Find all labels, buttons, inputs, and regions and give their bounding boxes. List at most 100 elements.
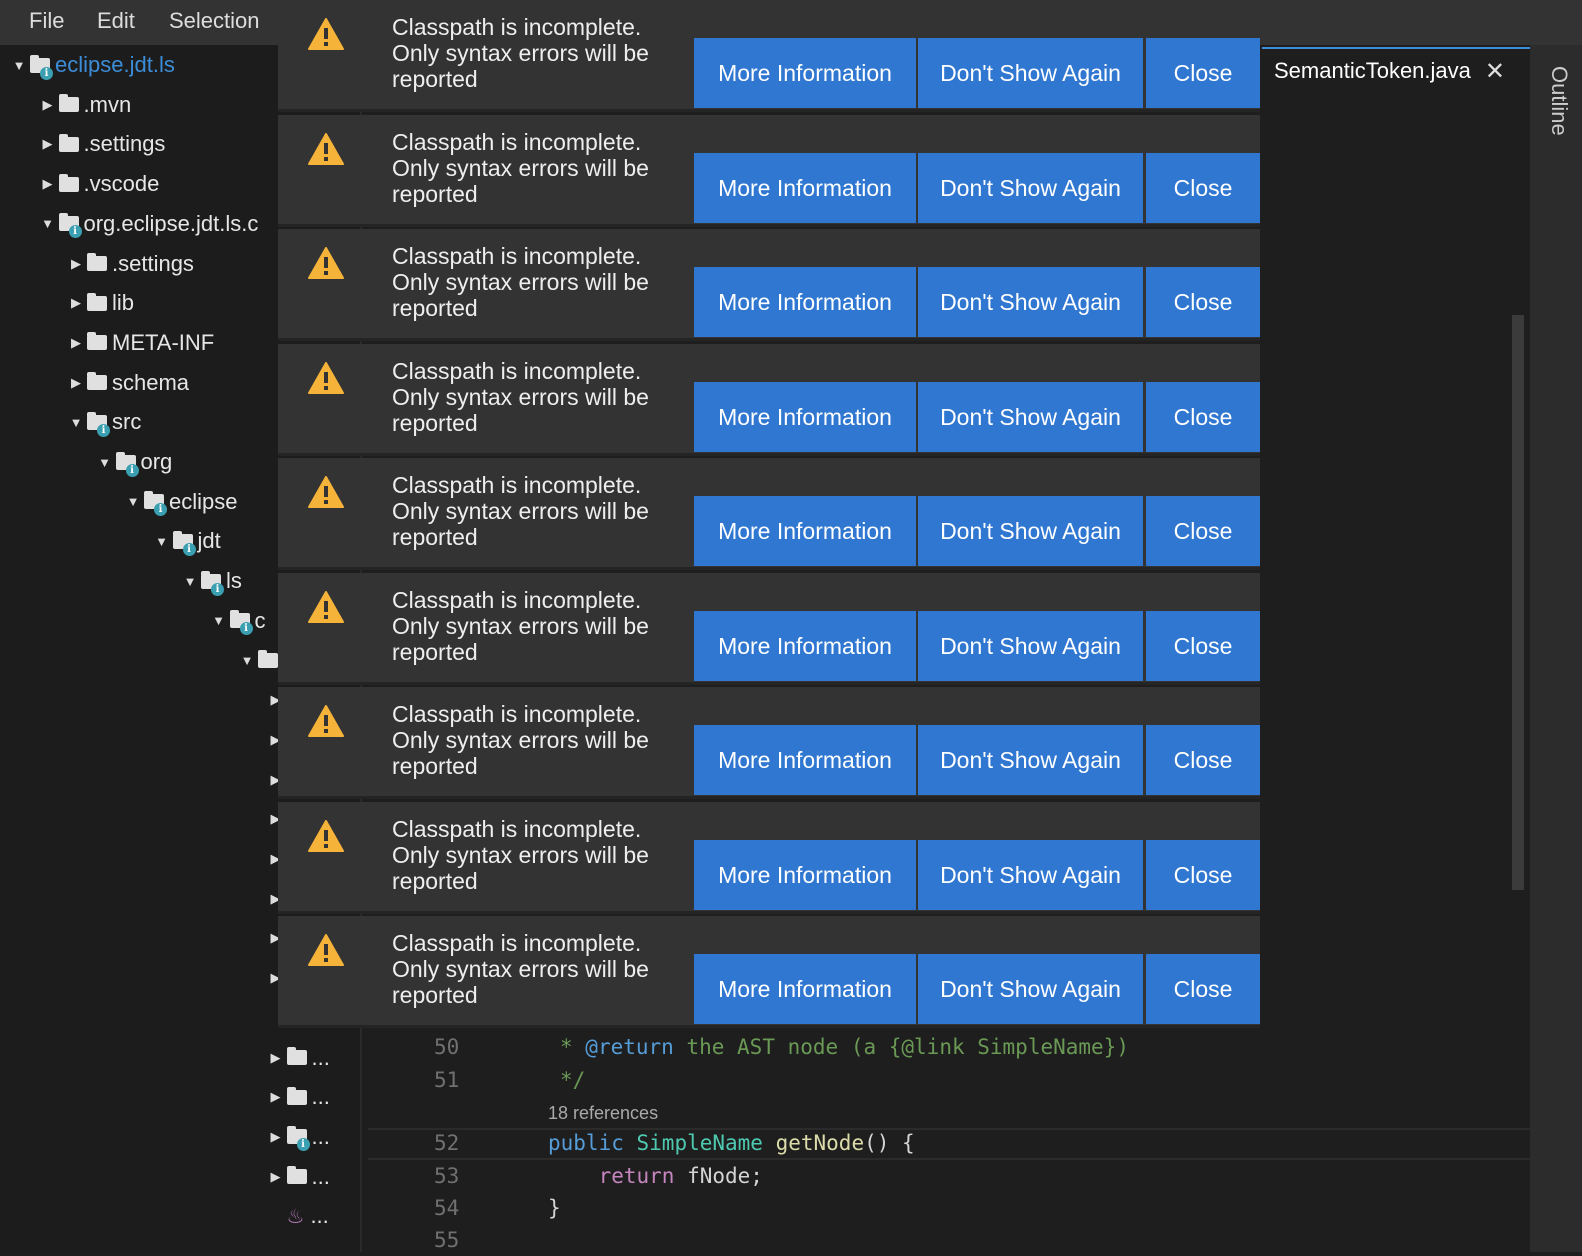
more-information-button[interactable]: More Information xyxy=(694,267,916,337)
line-number: 55 xyxy=(434,1228,460,1252)
close-button[interactable]: Close xyxy=(1146,38,1260,108)
chevron-right-icon[interactable]: ▶ xyxy=(270,890,281,906)
tree-item[interactable]: ▶.mvn xyxy=(37,85,132,125)
codelens-references[interactable]: 18 references xyxy=(548,1103,659,1123)
more-information-button[interactable]: More Information xyxy=(694,382,916,452)
close-button[interactable]: Close xyxy=(1146,954,1260,1024)
close-button[interactable]: Close xyxy=(1146,725,1260,795)
more-information-button[interactable]: More Information xyxy=(694,496,916,566)
chevron-down-icon[interactable]: ▼ xyxy=(240,653,254,668)
chevron-down-icon[interactable]: ▼ xyxy=(212,613,225,629)
menu-edit[interactable]: Edit xyxy=(97,8,135,33)
code-token: * xyxy=(560,1035,586,1059)
editor-scrollbar[interactable] xyxy=(1512,315,1524,890)
code-token: public xyxy=(548,1131,637,1155)
chevron-right-icon[interactable]: ▶ xyxy=(71,374,81,390)
chevron-down-icon[interactable]: ▼ xyxy=(98,454,111,470)
chevron-right-icon[interactable]: ▶ xyxy=(270,692,281,708)
chevron-right-icon[interactable]: ▶ xyxy=(270,851,281,866)
more-information-button[interactable]: More Information xyxy=(694,840,916,910)
tree-item[interactable]: ▶.settings xyxy=(37,124,166,164)
notification-toast: Classpath is incomplete. Only syntax err… xyxy=(278,573,1260,685)
chevron-down-icon[interactable]: ▼ xyxy=(155,533,168,549)
chevron-right-icon[interactable]: ▶ xyxy=(42,96,53,112)
dont-show-again-button[interactable]: Don't Show Again xyxy=(918,611,1143,681)
warning-icon xyxy=(308,247,344,279)
chevron-right-icon[interactable]: ▶ xyxy=(270,1049,281,1065)
dont-show-again-button[interactable]: Don't Show Again xyxy=(918,496,1143,566)
menu-selection[interactable]: Selection xyxy=(169,8,260,33)
more-information-button[interactable]: More Information xyxy=(694,954,916,1024)
dont-show-again-button[interactable]: Don't Show Again xyxy=(918,267,1143,337)
more-information-button[interactable]: More Information xyxy=(694,153,916,223)
dont-show-again-button[interactable]: Don't Show Again xyxy=(918,725,1143,795)
folder-icon xyxy=(58,133,79,152)
folder-icon xyxy=(286,1047,307,1065)
code-token: fNode; xyxy=(687,1164,763,1188)
chevron-right-icon[interactable]: ▶ xyxy=(42,176,53,192)
close-button[interactable]: Close xyxy=(1146,840,1260,910)
more-information-button[interactable]: More Information xyxy=(694,725,916,795)
close-icon[interactable]: ✕ xyxy=(1484,57,1505,85)
chevron-down-icon[interactable]: ▼ xyxy=(41,216,54,232)
warning-icon xyxy=(308,705,344,737)
chevron-right-icon[interactable]: ▶ xyxy=(71,295,81,311)
menu-file[interactable]: File xyxy=(29,8,65,33)
chevron-right-icon[interactable]: ▶ xyxy=(270,970,281,986)
dont-show-again-button[interactable]: Don't Show Again xyxy=(918,954,1143,1024)
chevron-right-icon[interactable]: ▶ xyxy=(270,930,281,946)
chevron-right-icon[interactable]: ▶ xyxy=(42,136,53,152)
chevron-down-icon[interactable]: ▼ xyxy=(183,573,197,589)
folder-icon: i xyxy=(286,1126,310,1152)
chevron-right-icon[interactable]: ▶ xyxy=(270,771,281,787)
folder-icon: i xyxy=(144,491,167,517)
chevron-right-icon[interactable]: ▶ xyxy=(71,255,81,271)
close-button[interactable]: Close xyxy=(1146,611,1260,681)
chevron-right-icon[interactable]: ▶ xyxy=(270,811,281,827)
outline-tab[interactable]: Outline xyxy=(1547,66,1572,136)
close-button[interactable]: Close xyxy=(1146,153,1260,223)
tree-item-label: META-INF xyxy=(112,329,215,355)
tab-title: SemanticToken.java xyxy=(1274,58,1471,83)
close-button[interactable]: Close xyxy=(1146,382,1260,452)
chevron-right-icon[interactable]: ▶ xyxy=(270,1168,281,1184)
tree-item[interactable]: ▶... xyxy=(265,1038,330,1078)
tree-item[interactable]: ▶.vscode xyxy=(37,164,160,204)
chevron-down-icon[interactable]: ▼ xyxy=(126,494,140,510)
close-button[interactable]: Close xyxy=(1146,496,1260,566)
tree-item-label: org.eclipse.jdt.ls.c xyxy=(83,210,259,236)
line-number: 52 xyxy=(434,1131,460,1155)
tree-item[interactable]: ▶.settings xyxy=(65,244,194,284)
tree-item[interactable]: ▶schema xyxy=(65,363,189,403)
tab-semantic-token[interactable]: SemanticToken.java ✕ xyxy=(1262,47,1530,93)
dont-show-again-button[interactable]: Don't Show Again xyxy=(918,840,1143,910)
chevron-right-icon[interactable]: ▶ xyxy=(270,1128,281,1144)
tree-item[interactable]: ♨... xyxy=(265,1196,329,1236)
tree-item[interactable]: ▶ META-INF xyxy=(65,323,214,363)
tree-item[interactable]: ▶i... xyxy=(265,1117,330,1157)
tree-item[interactable]: ▶... xyxy=(265,1157,330,1197)
tree-item[interactable]: ▼ xyxy=(236,641,283,681)
notification-toast: Classpath is incomplete. Only syntax err… xyxy=(278,229,1260,341)
chevron-down-icon[interactable]: ▼ xyxy=(69,414,83,430)
chevron-right-icon[interactable]: ▶ xyxy=(270,731,281,747)
more-information-button[interactable]: More Information xyxy=(694,38,916,108)
more-information-button[interactable]: More Information xyxy=(694,611,916,681)
tree-item[interactable]: ▶... xyxy=(265,1077,330,1117)
dont-show-again-button[interactable]: Don't Show Again xyxy=(918,153,1143,223)
chevron-down-icon[interactable]: ▼ xyxy=(12,57,26,73)
tree-item[interactable]: ▶lib xyxy=(65,283,134,323)
chevron-right-icon[interactable]: ▶ xyxy=(71,334,81,350)
chevron-right-icon[interactable]: ▶ xyxy=(270,1089,281,1105)
dont-show-again-button[interactable]: Don't Show Again xyxy=(918,382,1143,452)
close-button[interactable]: Close xyxy=(1146,267,1260,337)
dont-show-again-button[interactable]: Don't Show Again xyxy=(918,38,1143,108)
